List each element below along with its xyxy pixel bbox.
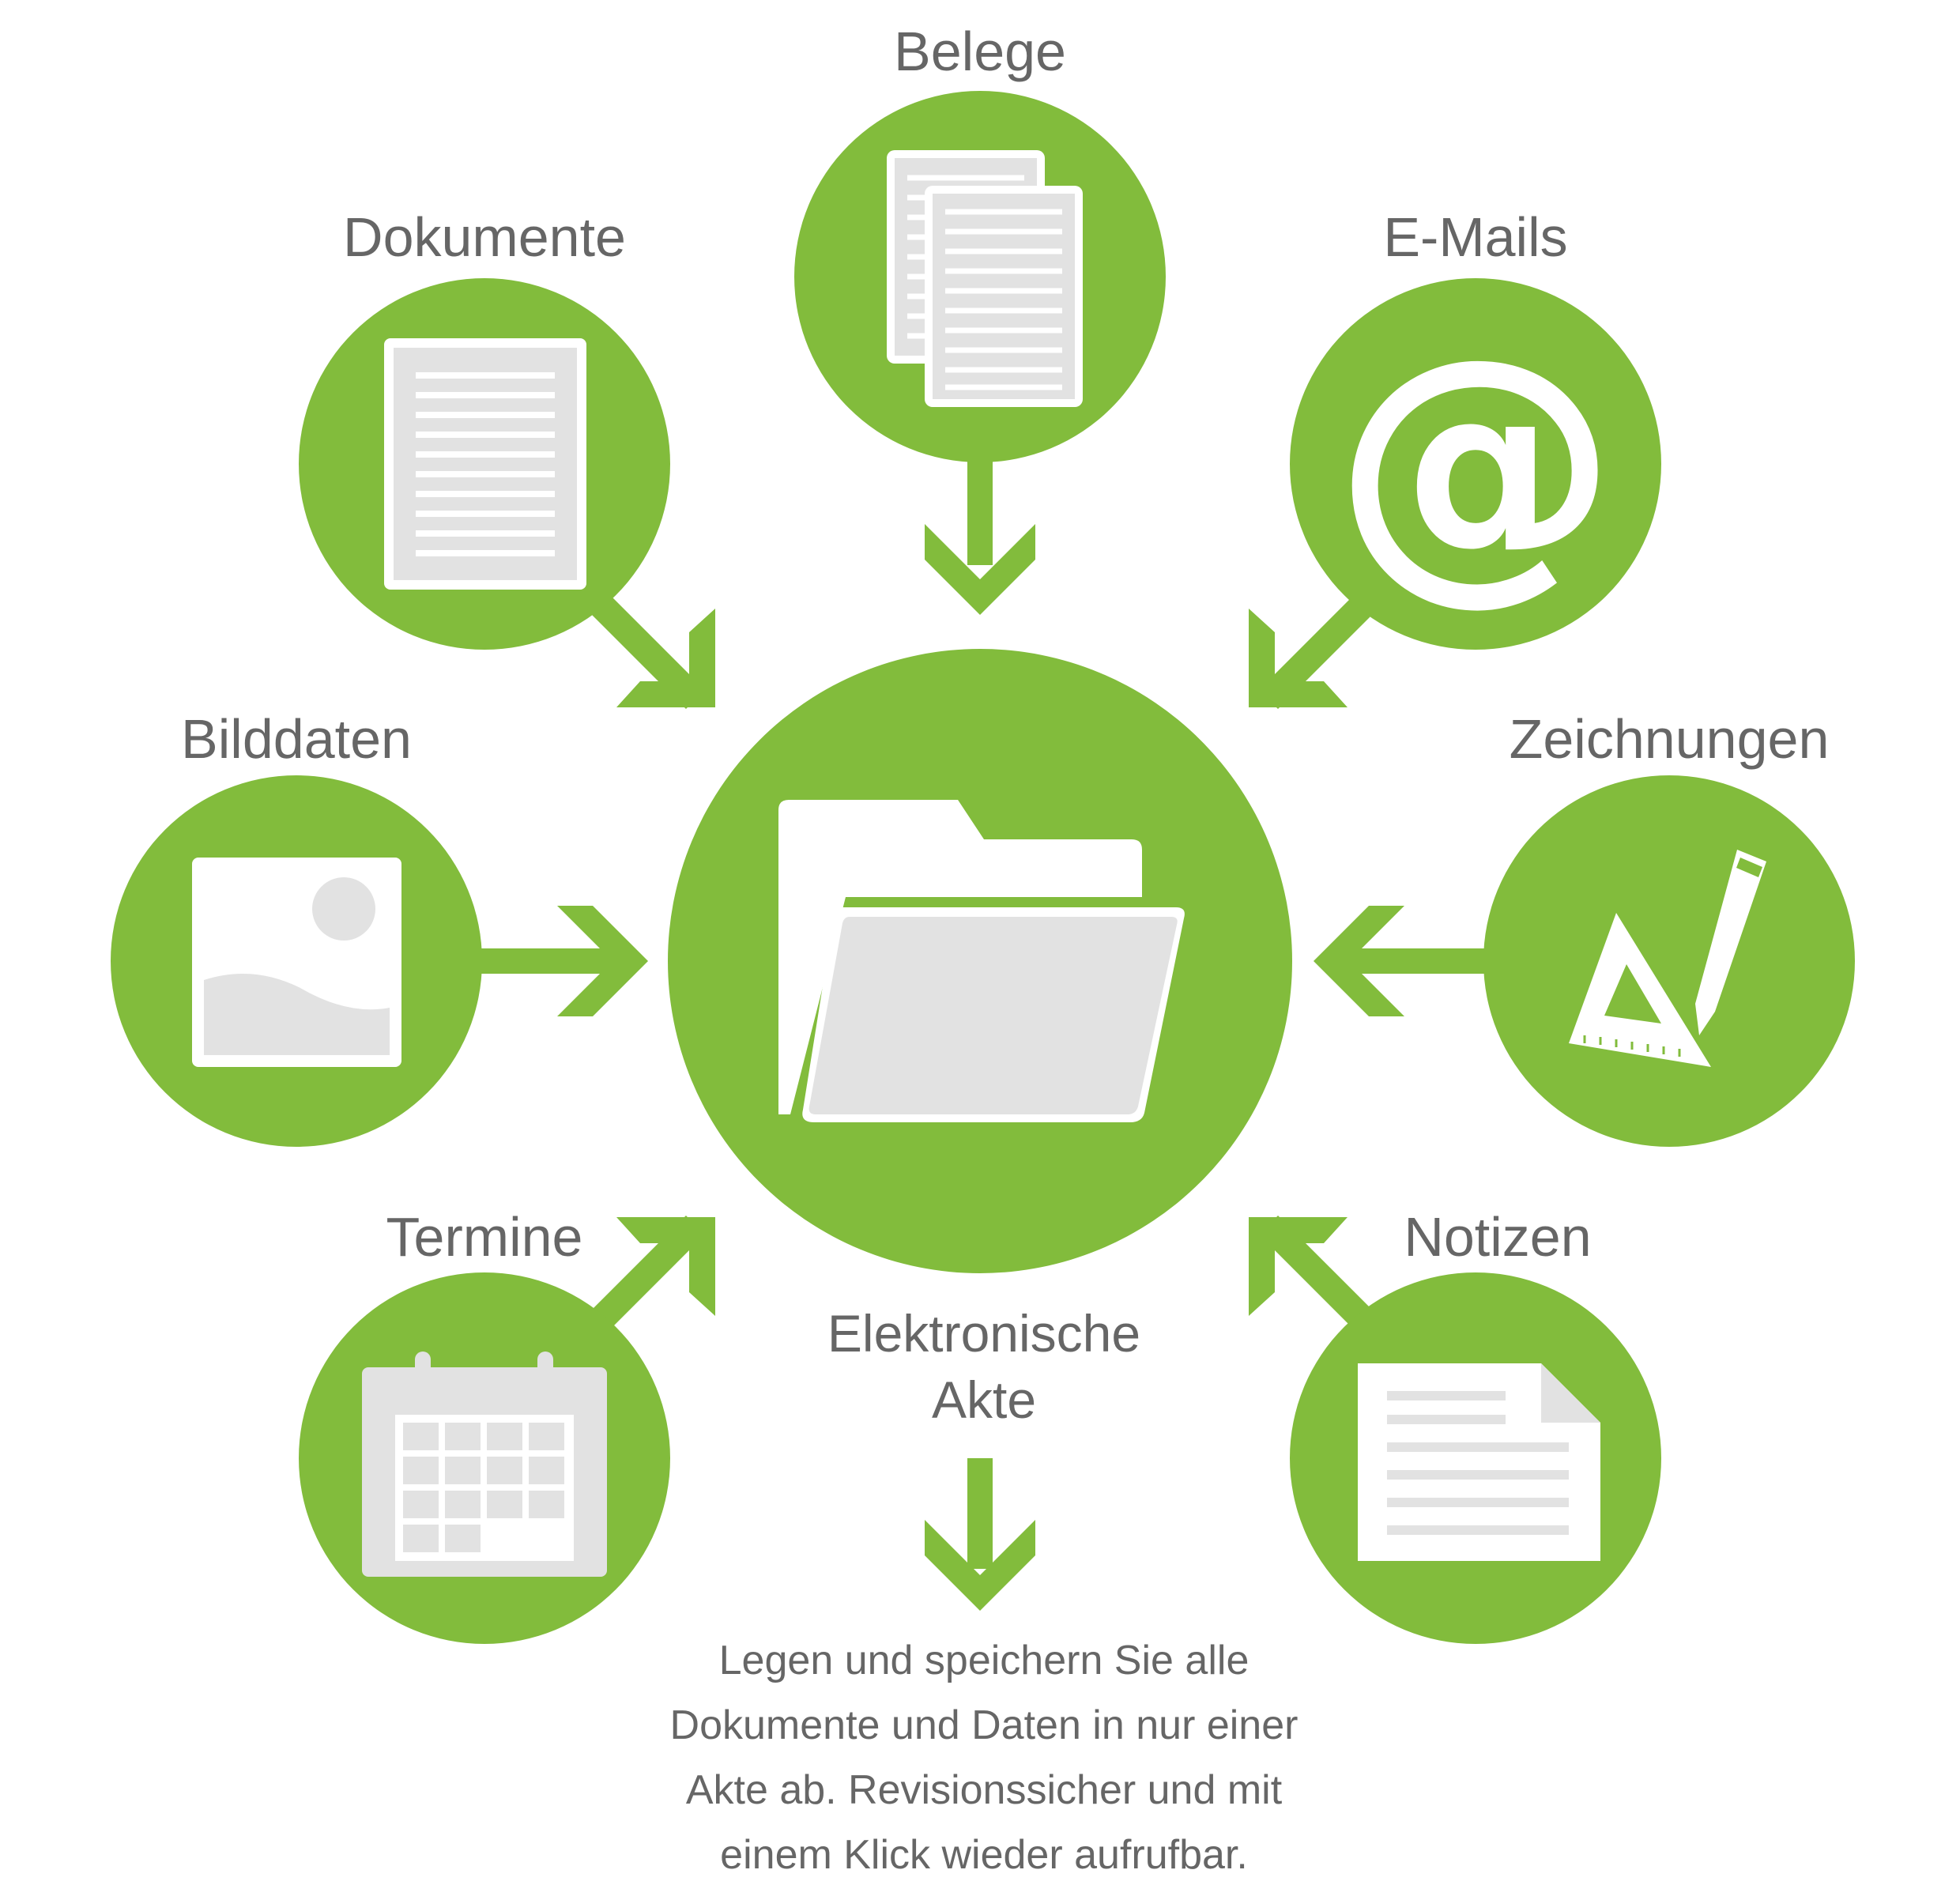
arrow-emails [1249,594,1374,710]
folder-icon [778,800,1185,1122]
termine-node [299,1272,670,1644]
label-belege: Belege [894,21,1066,82]
calendar-icon [362,1351,607,1577]
receipts-icon [887,150,1083,407]
document-icon [384,338,586,590]
belege-node [794,91,1166,462]
center-title-line-2: Akte [931,1370,1037,1429]
note-icon [1358,1363,1600,1561]
arrow-zeichnungen [1314,906,1486,1016]
label-bilddaten: Bilddaten [181,708,412,770]
label-termine: Termine [386,1206,583,1268]
emails-node: @ [1290,278,1661,650]
description-line-3: Akte ab. Revisionssicher und mit [685,1767,1283,1813]
label-emails: E-Mails [1383,206,1568,268]
at-sign-icon: @ [1333,297,1618,628]
arrow-notizen [1249,1215,1374,1330]
svg-text:@: @ [1333,297,1618,628]
bilddaten-node [111,775,482,1147]
label-dokumente: Dokumente [343,206,626,268]
center-title: Elektronische Akte [827,1300,1140,1433]
notizen-node [1290,1272,1661,1644]
arrow-termine [590,1215,715,1330]
dokumente-node [299,278,670,650]
center-node [668,649,1292,1273]
label-zeichnungen: Zeichnungen [1509,708,1830,770]
description-text: Legen und speichern Sie alle Dokumente u… [670,1628,1298,1887]
center-title-line-1: Elektronische [827,1304,1141,1363]
zeichnungen-node [1483,775,1855,1147]
arrow-bilddaten [481,906,648,1016]
arrow-belege [925,454,1035,615]
arrow-dokumente [590,594,715,710]
arrow-output [925,1458,1035,1611]
label-notizen: Notizen [1404,1206,1592,1268]
image-icon [192,858,401,1067]
description-line-1: Legen und speichern Sie alle [718,1638,1250,1683]
description-line-2: Dokumente und Daten in nur einer [669,1702,1298,1748]
description-line-4: einem Klick wieder aufrufbar. [720,1832,1248,1878]
drawing-tools-icon [1569,850,1766,1067]
